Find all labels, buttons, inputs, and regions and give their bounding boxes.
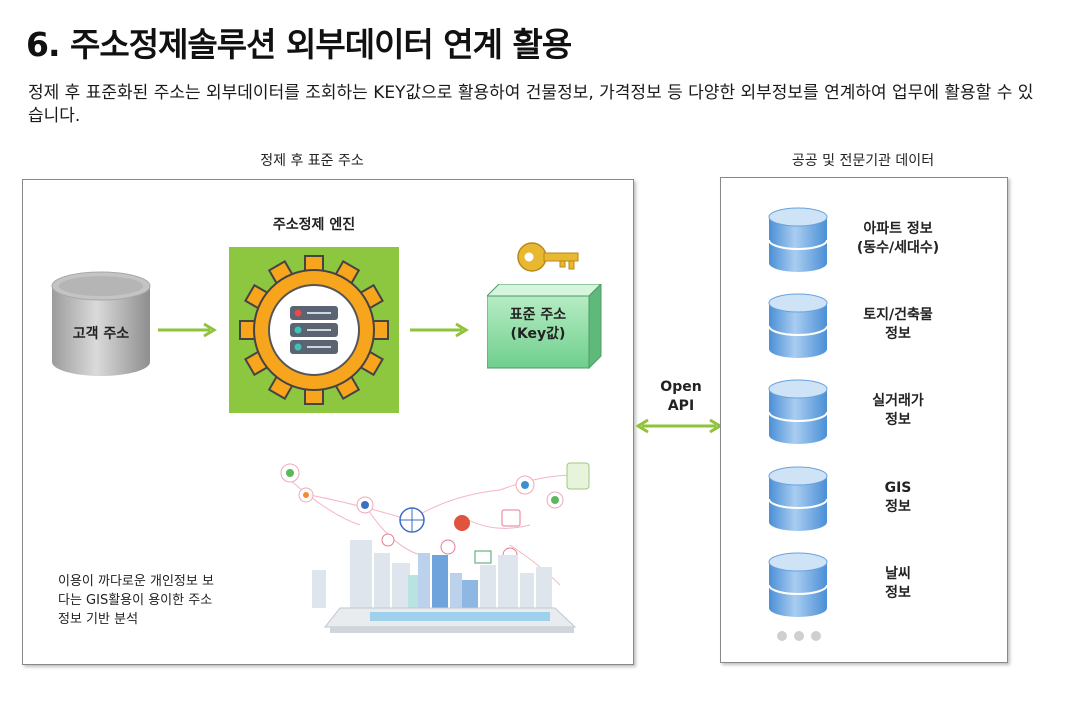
standard-address-label: 표준 주소 (Key값) — [509, 307, 567, 342]
engine-label: 주소정제 엔진 — [272, 217, 356, 233]
open-api-label: Open API — [660, 379, 702, 414]
analysis-note: 이용이 까다로운 개인정보 보 다는 GIS활용이 용이한 주소 정보 기반 분… — [58, 574, 214, 627]
key-icon — [517, 242, 579, 272]
more-dots-icon — [777, 631, 821, 641]
right-panel-caption: 공공 및 전문기관 데이터 — [791, 153, 935, 169]
database-icon — [768, 207, 828, 272]
open-api-arrow — [636, 418, 722, 434]
database-icon — [768, 552, 828, 617]
customer-address-label: 고객 주소 — [72, 326, 130, 342]
smart-city-illustration — [280, 462, 590, 633]
left-panel-caption: 정제 후 표준 주소 — [260, 153, 364, 169]
customer-address-db-icon — [51, 271, 151, 376]
page-title: 6. 주소정제솔루션 외부데이터 연계 활용 — [26, 25, 572, 64]
public-data-panel — [720, 177, 1008, 663]
database-icon — [768, 293, 828, 358]
server-icon — [290, 306, 338, 354]
database-icon — [768, 379, 828, 444]
address-engine-gear-icon — [229, 247, 399, 413]
standard-address-box — [487, 284, 602, 370]
arrow-to-standard-address — [410, 322, 469, 338]
database-label: 아파트 정보(동수/세대수) — [856, 221, 940, 256]
arrow-to-engine — [158, 322, 217, 338]
database-icon — [768, 466, 828, 531]
page-description: 정제 후 표준화된 주소는 외부데이터를 조회하는 KEY값으로 활용하여 건물… — [28, 83, 1034, 126]
